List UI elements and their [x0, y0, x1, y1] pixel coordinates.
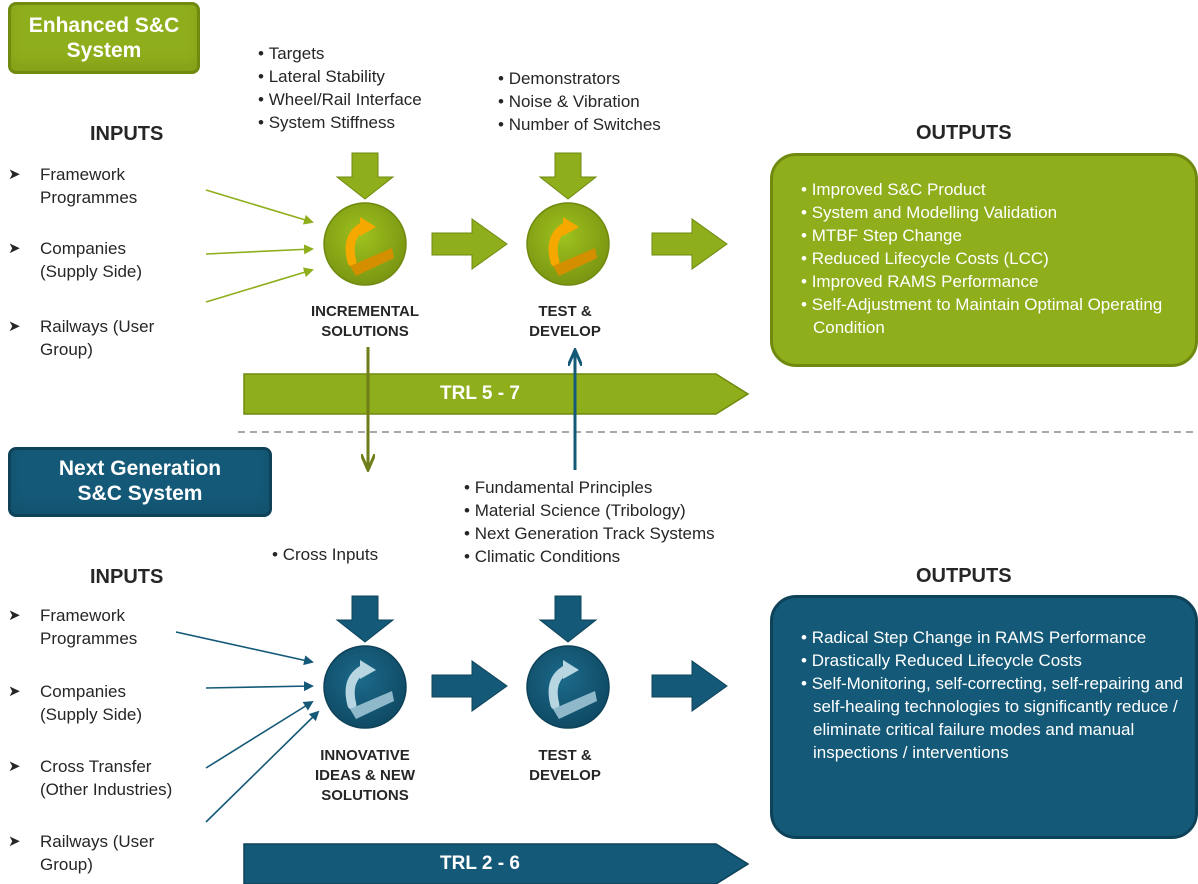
- bullet-item: Material Science (Tribology): [464, 499, 715, 522]
- bullet-item: Cross Inputs: [272, 543, 378, 566]
- output-item: Drastically Reduced Lifecycle Costs: [801, 649, 1185, 672]
- bullet-item: Lateral Stability: [258, 65, 422, 88]
- bullet-item: Targets: [258, 42, 422, 65]
- bottom-right-arrow-2: [651, 660, 728, 712]
- top-stage2-bullets: Demonstrators Noise & Vibration Number o…: [498, 67, 661, 136]
- output-item: Self-Adjustment to Maintain Optimal Oper…: [801, 293, 1185, 339]
- cycle-arrow-icon: [548, 660, 597, 719]
- bottom-input-arrow-2: [205, 681, 314, 692]
- bullet-item: Demonstrators: [498, 67, 661, 90]
- bullet-item: Next Generation Track Systems: [464, 522, 715, 545]
- top-stage2-circle: [526, 202, 610, 286]
- bottom-input-arrow-1: [175, 631, 314, 666]
- bottom-trl-bar: [243, 843, 750, 884]
- top-input-item: ➤ Framework Programmes: [8, 165, 138, 207]
- output-item: Radical Step Change in RAMS Performance: [801, 626, 1185, 649]
- bullet-item: Climatic Conditions: [464, 545, 715, 568]
- cycle-arrow-icon: [345, 217, 394, 276]
- bottom-stage1-down-arrow: [335, 595, 395, 643]
- bottom-input-item: ➤ Cross Transfer (Other Industries): [8, 757, 173, 799]
- bottom-title-line1: Next Generation: [58, 457, 222, 480]
- bullet-arrow-icon: ➤: [8, 318, 21, 335]
- bottom-stage2-down-arrow: [538, 595, 598, 643]
- output-item: Improved S&C Product: [801, 178, 1185, 201]
- bottom-outputs-box: Radical Step Change in RAMS Performance …: [770, 595, 1198, 839]
- top-section-title: Enhanced S&C System: [8, 2, 200, 74]
- bottom-outputs-header: OUTPUTS: [916, 565, 1012, 587]
- top-input-item: ➤ Railways (User Group): [8, 317, 155, 359]
- bullet-item: Noise & Vibration: [498, 90, 661, 113]
- output-item: Reduced Lifecycle Costs (LCC): [801, 247, 1185, 270]
- top-stage2-down-arrow: [538, 152, 598, 200]
- bottom-stage1-circle: [323, 645, 407, 729]
- bottom-stage2-bullets: Fundamental Principles Material Science …: [464, 476, 715, 568]
- top-outputs-box: Improved S&C Product System and Modellin…: [770, 153, 1198, 367]
- output-item: Improved RAMS Performance: [801, 270, 1185, 293]
- bottom-input-arrow-3: [205, 700, 314, 769]
- top-trl-bar: [243, 373, 750, 415]
- bullet-arrow-icon: ➤: [8, 607, 21, 624]
- bottom-input-item: ➤ Framework Programmes: [8, 606, 138, 648]
- top-stage1-label: INCREMENTAL SOLUTIONS: [310, 303, 420, 340]
- bullet-item: Fundamental Principles: [464, 476, 715, 499]
- bullet-item: Wheel/Rail Interface: [258, 88, 422, 111]
- bottom-stage1-bullets: Cross Inputs: [272, 543, 378, 566]
- bullet-item: System Stiffness: [258, 111, 422, 134]
- cycle-arrow-icon: [548, 217, 597, 276]
- cycle-arrow-icon: [345, 660, 394, 719]
- bottom-stage2-label: TEST & DEVELOP: [529, 747, 601, 784]
- bottom-stage1-label: INNOVATIVE IDEAS & NEW SOLUTIONS: [314, 747, 415, 804]
- top-stage1-down-arrow: [335, 152, 395, 200]
- bullet-arrow-icon: ➤: [8, 166, 21, 183]
- bottom-stage2-circle: [526, 645, 610, 729]
- top-input-arrow-3: [205, 267, 314, 303]
- bullet-arrow-icon: ➤: [8, 683, 21, 700]
- top-stage1-circle: [323, 202, 407, 286]
- bullet-arrow-icon: ➤: [8, 758, 21, 775]
- top-trl-label: TRL 5 - 7: [440, 383, 520, 404]
- output-item: System and Modelling Validation: [801, 201, 1185, 224]
- bottom-input-item: ➤ Railways (User Group): [8, 832, 155, 874]
- top-input-item: ➤ Companies (Supply Side): [8, 239, 143, 281]
- top-title-line2: System: [66, 39, 142, 62]
- top-outputs-header: OUTPUTS: [916, 122, 1012, 144]
- bullet-item: Number of Switches: [498, 113, 661, 136]
- bottom-section-title: Next Generation S&C System: [8, 447, 272, 517]
- bullet-arrow-icon: ➤: [8, 240, 21, 257]
- top-stage2-label: TEST & DEVELOP: [529, 303, 601, 340]
- bullet-arrow-icon: ➤: [8, 833, 21, 850]
- top-right-arrow-1: [431, 218, 508, 270]
- bottom-trl-label: TRL 2 - 6: [440, 853, 520, 874]
- bottom-right-arrow-1: [431, 660, 508, 712]
- bottom-input-arrow-4: [205, 710, 320, 823]
- output-item: MTBF Step Change: [801, 224, 1185, 247]
- bottom-input-item: ➤ Companies (Supply Side): [8, 682, 143, 724]
- bottom-inputs-header: INPUTS: [90, 566, 164, 588]
- output-item: Self-Monitoring, self-correcting, self-r…: [801, 672, 1185, 764]
- top-input-arrow-1: [205, 189, 314, 225]
- top-right-arrow-2: [651, 218, 728, 270]
- top-input-arrow-2: [205, 244, 314, 255]
- top-inputs-header: INPUTS: [90, 123, 164, 145]
- top-title-line1: Enhanced S&C: [28, 14, 180, 37]
- top-stage1-bullets: Targets Lateral Stability Wheel/Rail Int…: [258, 42, 422, 134]
- bottom-title-line2: S&C System: [77, 482, 203, 505]
